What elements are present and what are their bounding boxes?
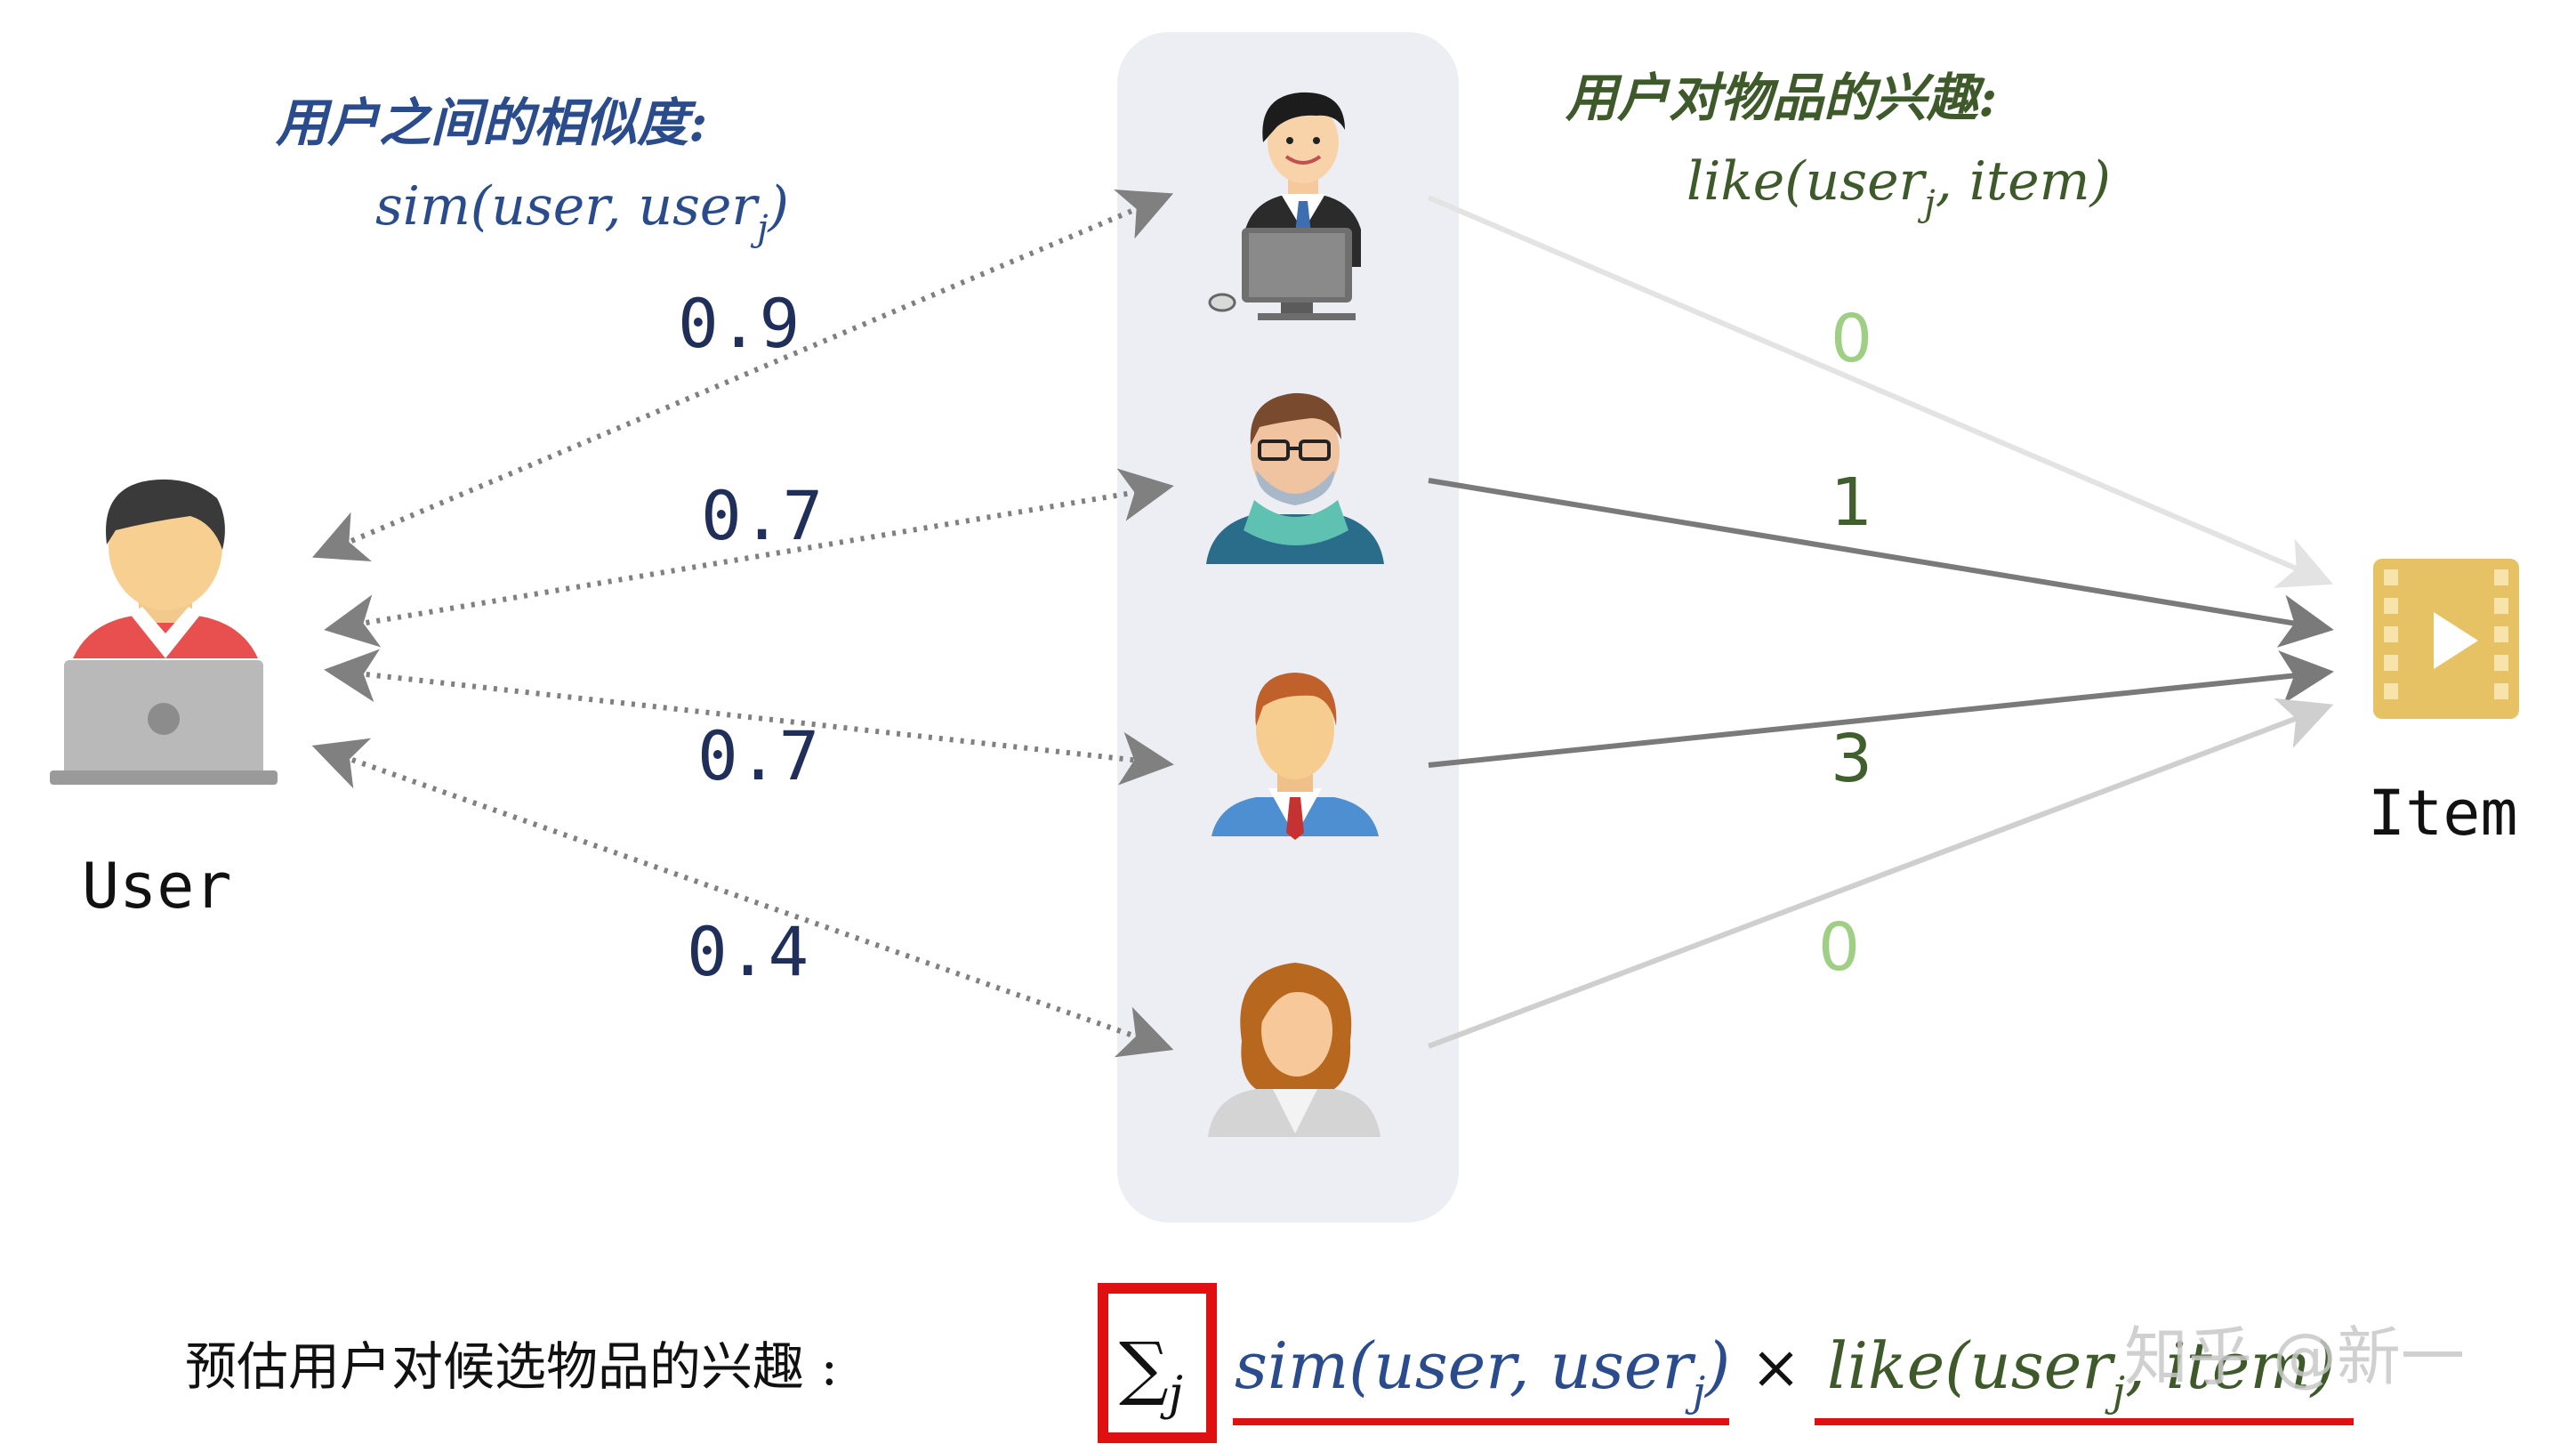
neighbor-users-panel bbox=[1117, 32, 1459, 1222]
interest-value-4: 0 bbox=[1818, 909, 1860, 986]
sim-term: sim(user, userj) bbox=[1235, 1328, 1730, 1416]
interest-value-3: 3 bbox=[1831, 721, 1872, 797]
like-term-main: like(user bbox=[1827, 1328, 2115, 1403]
similarity-formula: sim(user, userj) bbox=[375, 175, 789, 249]
interest-title: 用户对物品的兴趣: bbox=[1565, 68, 1997, 128]
sum-highlight-box bbox=[1098, 1283, 1217, 1443]
interest-formula: like(userj, item) bbox=[1686, 150, 2111, 224]
sum-sign: ∑ bbox=[1119, 1328, 1169, 1408]
interest-arrows bbox=[1427, 195, 2334, 1049]
user-label: User bbox=[82, 850, 232, 923]
similarity-arrow-2 bbox=[324, 468, 1174, 648]
similarity-arrows bbox=[311, 190, 1174, 1058]
sum-symbol: ∑j bbox=[1119, 1328, 1183, 1421]
interest-formula-close: , item) bbox=[1936, 150, 2111, 213]
businessman-computer-icon bbox=[1208, 92, 1361, 320]
prediction-label: 预估用户对候选物品的兴趣 : bbox=[185, 1336, 838, 1397]
sim-term-close: ) bbox=[1703, 1328, 1730, 1403]
interest-arrow-4 bbox=[1427, 698, 2334, 1049]
times-symbol: × bbox=[1751, 1333, 1801, 1403]
interest-value-2: 1 bbox=[1831, 464, 1872, 541]
like-term: like(userj, item) bbox=[1827, 1328, 2336, 1416]
interest-arrow-2 bbox=[1428, 478, 2334, 648]
video-file-icon bbox=[2373, 559, 2519, 719]
similarity-value-3: 0.7 bbox=[697, 716, 819, 795]
woman-icon bbox=[1208, 963, 1381, 1137]
similarity-title: 用户之间的相似度: bbox=[275, 93, 707, 153]
man-shirt-tie-icon bbox=[1212, 673, 1379, 840]
similarity-value-1: 0.9 bbox=[678, 284, 800, 363]
watermark: 知乎 @新一 bbox=[2124, 1319, 2465, 1394]
man-glasses-scarf-icon bbox=[1206, 392, 1384, 564]
user-laptop-icon bbox=[50, 479, 278, 785]
sim-term-main: sim(user, user bbox=[1235, 1328, 1695, 1403]
similarity-value-4: 0.4 bbox=[687, 912, 809, 991]
interest-value-1: 0 bbox=[1831, 301, 1872, 377]
interest-arrow-3 bbox=[1428, 650, 2334, 768]
item-label: Item bbox=[2368, 777, 2518, 850]
similarity-formula-main: sim(user, user bbox=[375, 175, 760, 238]
interest-arrow-1 bbox=[1427, 195, 2334, 588]
interest-formula-main: like(user bbox=[1686, 150, 1928, 213]
similarity-value-2: 0.7 bbox=[701, 476, 823, 555]
similarity-formula-close: ) bbox=[767, 175, 789, 238]
like-term-close: , item) bbox=[2125, 1328, 2336, 1403]
